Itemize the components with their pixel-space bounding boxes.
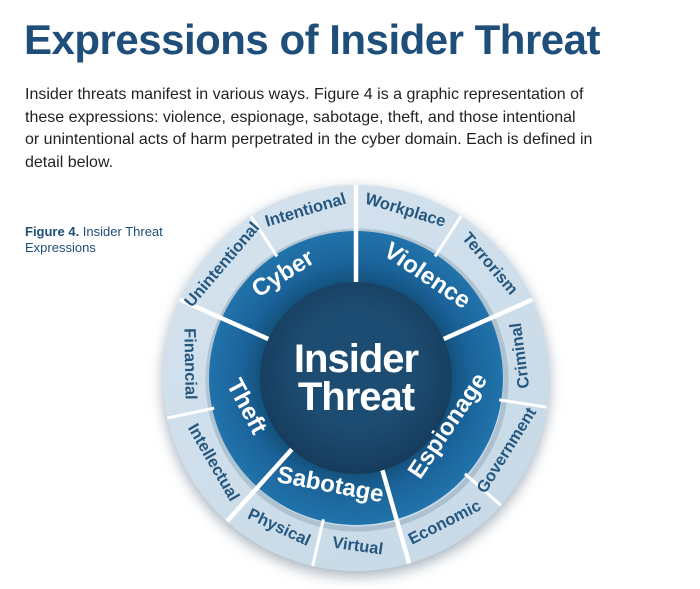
segment-divider (178, 297, 272, 342)
segment-divider (225, 446, 295, 523)
center-circle (260, 282, 452, 474)
intro-line: or unintentional acts of harm perpetrate… (25, 131, 593, 148)
figure-caption: Figure 4. Insider Threat Expressions (25, 224, 190, 256)
insider-threat-wheel: Insider Threat Cyber Violence Espionage … (163, 185, 549, 571)
segment-dividers-outer (166, 215, 548, 567)
center-label-line2: Threat (298, 375, 415, 419)
segment-divider (440, 297, 534, 342)
sub-divider (499, 398, 548, 409)
intro-line: these expressions: violence, espionage, … (25, 108, 576, 126)
sub-divider (249, 215, 279, 258)
sub-divider (463, 472, 502, 507)
sub-divider (166, 406, 215, 420)
figure-caption-text: Insider Threat Expressions (25, 224, 163, 255)
sub-divider (311, 518, 325, 567)
page-title: Expressions of Insider Threat (24, 16, 601, 63)
sub-label-financial: Financial (180, 328, 199, 400)
center-label-line1: Insider (294, 337, 419, 381)
intro-paragraph: Insider threats manifest in various ways… (25, 84, 592, 174)
sub-divider (433, 215, 463, 258)
segment-divider (379, 467, 412, 565)
intro-line: detail below. (25, 153, 114, 171)
intro-line: Insider threats manifest in various ways… (25, 86, 584, 103)
segment-dividers-main (178, 185, 534, 565)
figure-caption-label: Figure 4. (25, 224, 80, 239)
